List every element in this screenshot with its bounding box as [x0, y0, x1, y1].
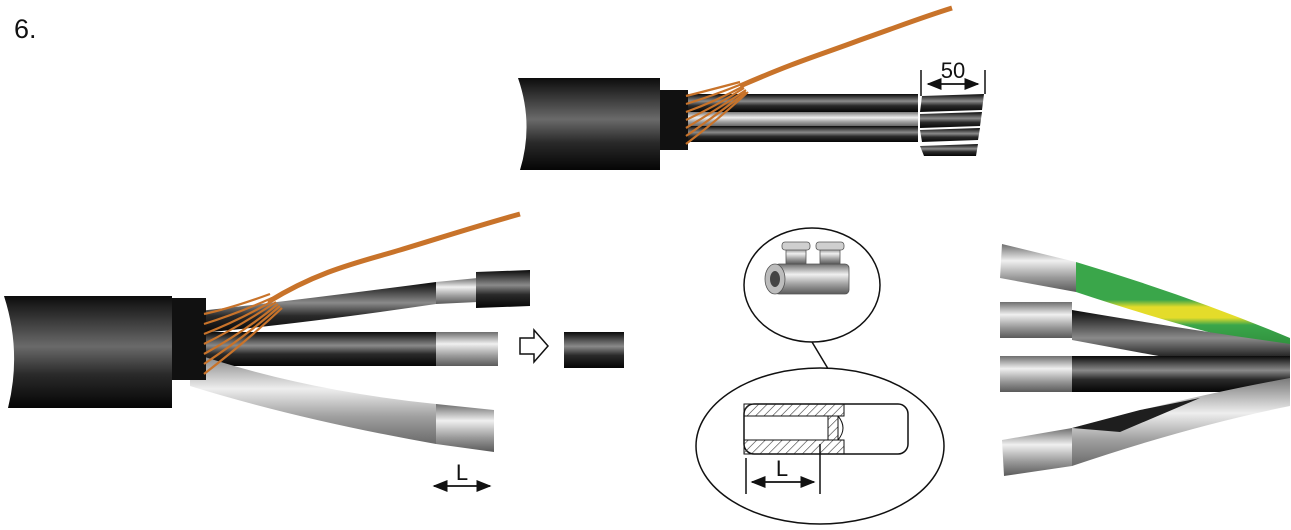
top-core-2: [640, 112, 918, 126]
top-cable: 50: [518, 5, 986, 170]
top-stripped-end: [920, 94, 984, 156]
left-drain-wire: [266, 211, 521, 305]
left-cable: L: [4, 211, 530, 492]
step-number: 6.: [14, 14, 37, 44]
top-core-3: [640, 126, 918, 142]
top-drain-strands: [685, 80, 749, 145]
top-inner-sheath: [660, 90, 688, 150]
length-symbol-left: L: [456, 460, 468, 485]
top-drain-wire: [739, 5, 953, 89]
right-core-4: [1072, 378, 1290, 466]
left-drain-strands: [203, 292, 283, 375]
hollow-right-arrow-icon: [519, 328, 549, 364]
connector-cross-section-icon: [743, 403, 909, 455]
length-symbol-connector: L: [776, 456, 788, 481]
left-inner-sheath: [170, 298, 206, 380]
removed-insulation-piece: [564, 332, 624, 368]
connector-detail: L: [695, 227, 945, 525]
strip-length-label: 50: [941, 58, 965, 83]
top-outer-sheath: [518, 78, 660, 170]
left-outer-sheath: [4, 296, 172, 408]
bolted-connector-icon: [764, 241, 850, 295]
right-cables: [1000, 244, 1290, 476]
left-core-lower: [190, 352, 436, 444]
left-core-upper: [190, 282, 436, 334]
left-core-upper-stripped-end: [476, 270, 530, 308]
right-core-earth: [1076, 262, 1290, 352]
